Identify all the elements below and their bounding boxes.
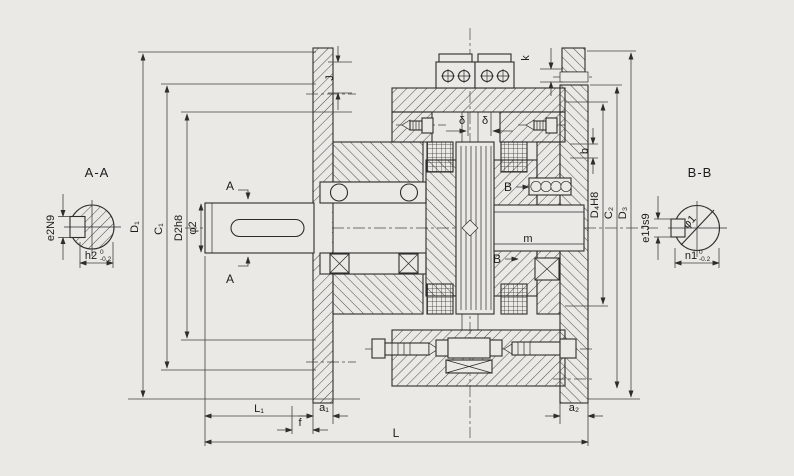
section-bb-title: B-B (688, 165, 713, 180)
delta-gap-dimensions: δ δ (446, 112, 513, 136)
bottom-dimensions: L₁ a₁ f L a₂ (204, 256, 603, 446)
dim-a2: a₂ (569, 402, 579, 414)
dim-d1: D₁ (129, 221, 141, 233)
top-bolt-blocks (435, 53, 515, 89)
section-bb-keyway-label: e1Js9 (640, 213, 652, 242)
bolt-heads (441, 69, 510, 83)
section-cut-markers: A A B B m (226, 179, 533, 286)
bolt-bottom-right (503, 338, 577, 359)
pilot-bearing (528, 177, 572, 196)
dim-j: J (324, 75, 336, 81)
top-dimensions: J k δ δ (324, 46, 563, 136)
bottom-center-detail (435, 337, 503, 374)
disc-hub-detail (461, 219, 479, 237)
left-dimensions: D₁ C₁ D2h8 φ2 (128, 51, 360, 400)
hub-lower (332, 273, 424, 315)
hub-upper (332, 141, 424, 183)
section-aa: A-A e2N9 h2 0 -0.2 (45, 165, 121, 268)
dim-l1: L₁ (254, 403, 264, 415)
section-bb-n1-tol-upper: 0 (699, 249, 703, 256)
cut-marker-b-bottom: B (493, 252, 501, 266)
carrier-left (425, 159, 457, 297)
dim-d2h8: D2h8 (173, 215, 185, 241)
shaft-keyway-slot (230, 218, 305, 238)
dim-k: k (520, 55, 532, 61)
dim-c2: C₂ (603, 207, 615, 219)
section-aa-h2-tol-lower: -0.2 (100, 256, 112, 263)
main-assembly (204, 47, 589, 404)
friction-disc-stack (455, 112, 495, 330)
setscrew-top-right (525, 117, 558, 134)
setscrew-top-left (401, 117, 434, 134)
cut-marker-b-top: B (504, 180, 512, 194)
bore-m-label: m (523, 233, 532, 245)
cut-marker-a-top: A (226, 179, 234, 193)
section-aa-h2-tol-upper: 0 (100, 249, 104, 256)
dim-b: b (579, 148, 591, 154)
dim-delta-1: δ (459, 115, 465, 127)
dim-a1: a₁ (319, 402, 329, 414)
section-bb: B-B φ1 e1Js9 n1 0 -0.2 (640, 165, 727, 268)
dim-f: f (298, 417, 302, 429)
input-flange (312, 47, 334, 404)
cross-box-right (534, 257, 560, 281)
dim-d4h8: D₄H8 (589, 192, 601, 219)
section-bb-n1-tol-lower: -0.2 (699, 256, 711, 263)
section-bb-n1-label: n1 (685, 250, 697, 262)
dim-delta-2: δ (482, 115, 488, 127)
bolt-bottom-left (371, 338, 439, 359)
spring-packs (426, 141, 528, 315)
dim-c1: C₁ (153, 223, 165, 235)
section-aa-keyway-label: e2N9 (45, 215, 57, 241)
dim-phi2: φ2 (187, 221, 199, 234)
section-aa-h2-label: h2 (85, 250, 97, 262)
input-shaft (204, 202, 315, 254)
dim-l: L (393, 426, 400, 440)
dim-d3: D₃ (617, 207, 629, 219)
bearing-left (319, 181, 427, 275)
right-dimensions: b D₄H8 C₂ D₃ (565, 50, 640, 400)
output-bore (493, 204, 585, 252)
section-aa-title: A-A (85, 165, 110, 180)
cut-marker-a-bottom: A (226, 272, 234, 286)
bearing-cross-boxes (329, 253, 419, 274)
